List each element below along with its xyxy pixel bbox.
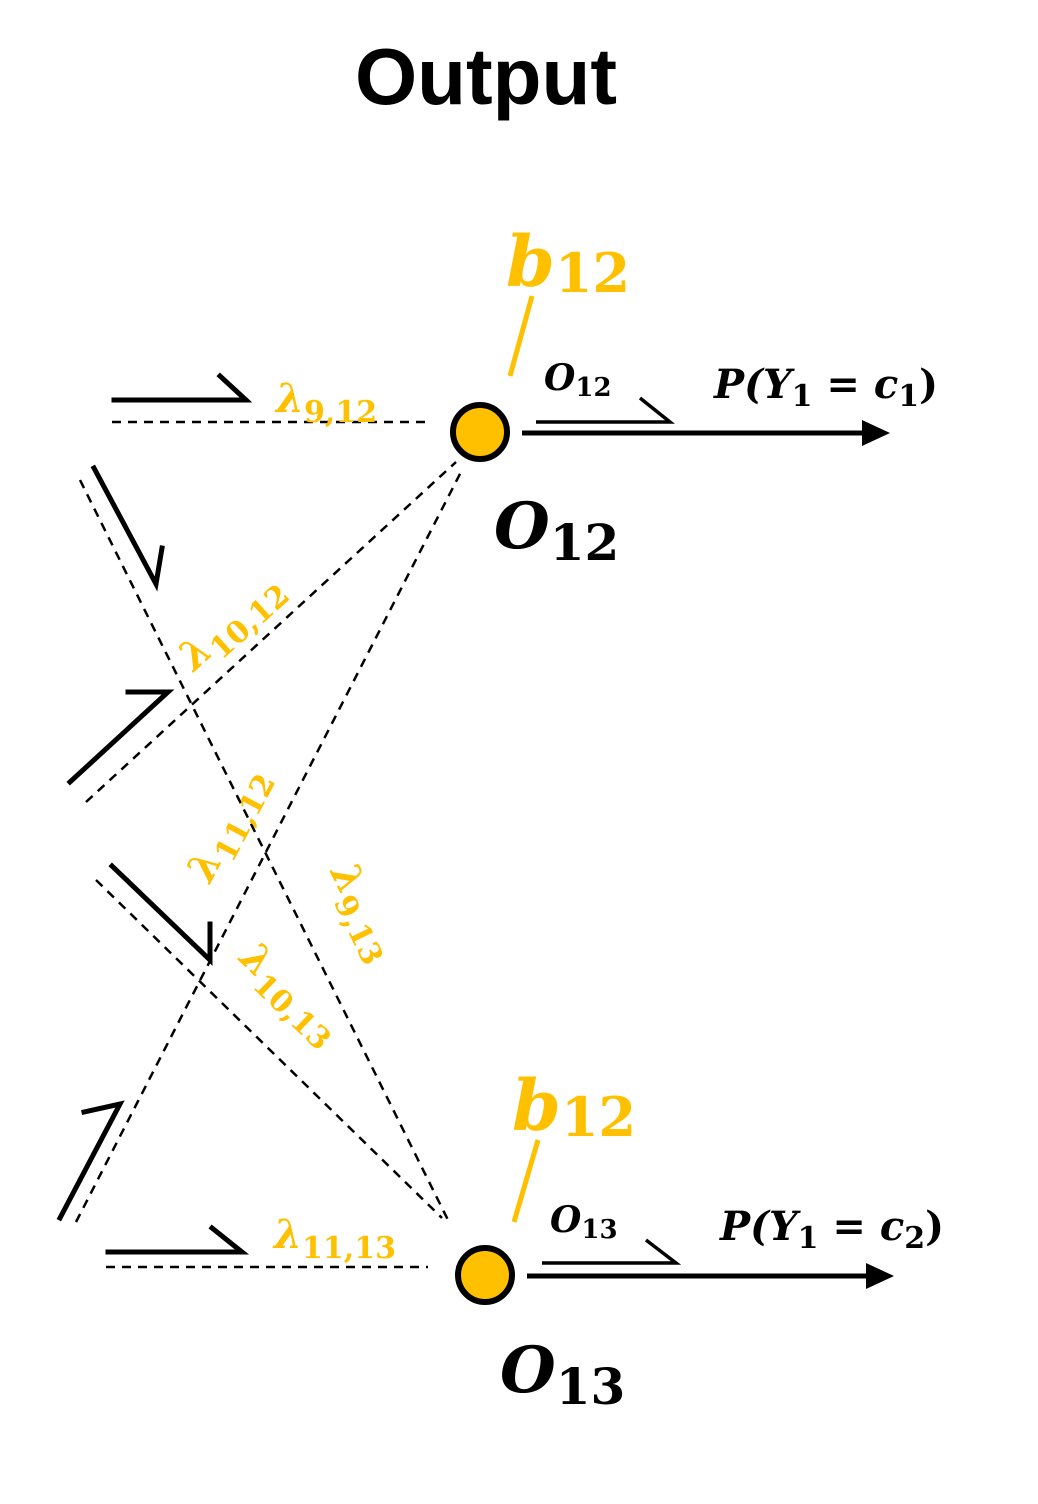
weight-label-11-12: λ11,12 xyxy=(176,759,283,894)
connection-10-13 xyxy=(95,879,443,1219)
harpoon-arrow-9-12 xyxy=(111,372,253,403)
output-node-13-group: b12 O13 P(Y1 = c2) O13 xyxy=(455,1064,944,1416)
node-label-13: O13 xyxy=(500,1333,625,1416)
connection-9-13 xyxy=(78,479,450,1221)
diagram-title: Output xyxy=(355,32,617,121)
weight-label-11-13: λ11,13 xyxy=(272,1211,396,1266)
connection-10-12 xyxy=(85,461,457,803)
output-value-label-13: O13 xyxy=(550,1199,618,1245)
output-arrowhead-13 xyxy=(866,1263,894,1289)
connection-11-12 xyxy=(74,469,464,1223)
output-node-13 xyxy=(455,1245,515,1305)
connection-lines xyxy=(74,420,464,1269)
weight-label-9-12: λ9,12 xyxy=(274,375,377,430)
probability-label-13: P(Y1 = c2) xyxy=(719,1203,944,1256)
output-value-label-12: O12 xyxy=(544,357,612,403)
harpoon-arrow-10-13 xyxy=(108,862,213,966)
output-harpoon-12 xyxy=(536,396,675,424)
bias-connector-12 xyxy=(507,295,535,377)
output-harpoon-13 xyxy=(542,1238,682,1265)
weight-labels: λ9,12 λ10,12 λ11,12 λ9,13 λ10,13 λ11,13 xyxy=(168,375,408,1266)
output-node-12-group: b12 O12 P(Y1 = c1) O12 xyxy=(450,220,938,572)
bias-label-12: b12 xyxy=(506,220,630,305)
bias-label-13: b12 xyxy=(512,1064,636,1149)
output-node-12 xyxy=(450,402,510,462)
bias-connector-13 xyxy=(511,1139,541,1223)
weight-label-10-13: λ10,13 xyxy=(224,932,351,1058)
weight-label-9-13: λ9,13 xyxy=(313,854,408,971)
harpoon-arrow-9-13 xyxy=(90,464,165,592)
output-arrowhead-12 xyxy=(862,420,890,446)
probability-label-12: P(Y1 = c1) xyxy=(713,361,938,414)
direction-harpoons xyxy=(56,372,253,1255)
harpoon-arrow-10-12 xyxy=(66,689,175,786)
harpoon-arrow-11-12 xyxy=(56,1100,125,1222)
node-label-12: O12 xyxy=(494,489,619,572)
harpoon-arrow-11-13 xyxy=(105,1224,250,1255)
